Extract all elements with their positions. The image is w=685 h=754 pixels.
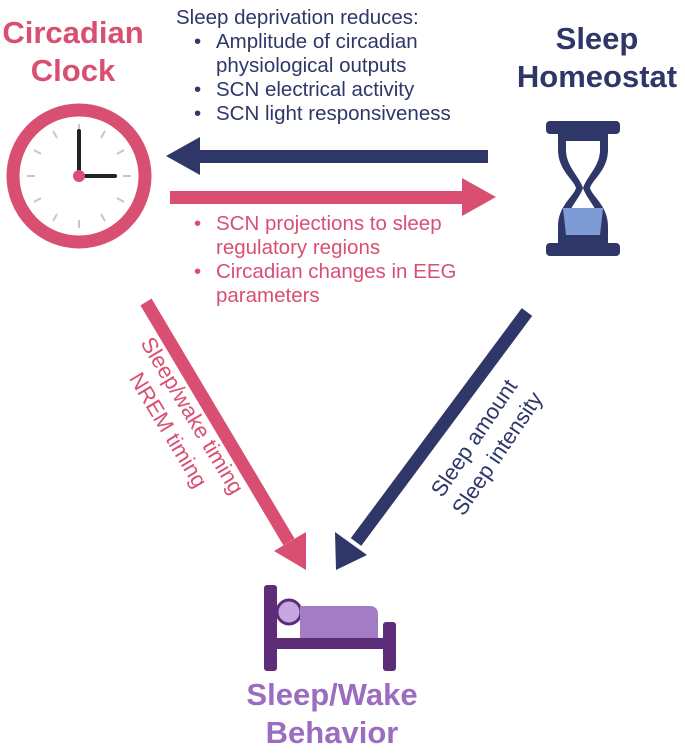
sleep-homeostat-title-line-2: Homeostat: [516, 59, 678, 94]
deprivation-effect-item: SCN light responsiveness: [190, 102, 480, 126]
sleep-homeostat-title-line-1: Sleep: [555, 21, 639, 56]
clock-to-homeostat-annotation: SCN projections to sleep regulatory regi…: [190, 212, 490, 308]
bed-icon: [264, 585, 396, 671]
homeostat-to-clock-annotation: Sleep deprivation reduces: Amplitude of …: [176, 6, 506, 126]
sleep-wake-behavior-title: Sleep/Wake Behavior: [222, 676, 442, 752]
clock-to-homeostat-arrow: [170, 178, 496, 216]
deprivation-effect-item: SCN electrical activity: [190, 78, 480, 102]
deprivation-effect-item: Amplitude of circadian physiological out…: [190, 30, 466, 78]
sleep-wake-behavior-title-line-1: Sleep/Wake: [246, 677, 418, 712]
clock-output-item: Circadian changes in EEG parameters: [190, 260, 486, 308]
sleep-homeostat-title: Sleep Homeostat: [512, 20, 682, 96]
clock-to-behavior-arrow: [140, 298, 306, 570]
clock-icon: [6, 103, 152, 249]
homeostat-to-behavior-arrow: [335, 308, 533, 570]
sleep-deprivation-heading: Sleep deprivation reduces:: [176, 6, 419, 29]
circadian-clock-title-line-2: Clock: [30, 53, 116, 88]
circadian-clock-title: Circadian Clock: [0, 14, 146, 90]
sleep-wake-behavior-title-line-2: Behavior: [265, 715, 399, 750]
circadian-clock-title-line-1: Circadian: [2, 15, 144, 50]
hourglass-icon: [546, 121, 620, 256]
clock-output-item: SCN projections to sleep regulatory regi…: [190, 212, 486, 260]
homeostat-to-clock-arrow: [166, 137, 488, 175]
